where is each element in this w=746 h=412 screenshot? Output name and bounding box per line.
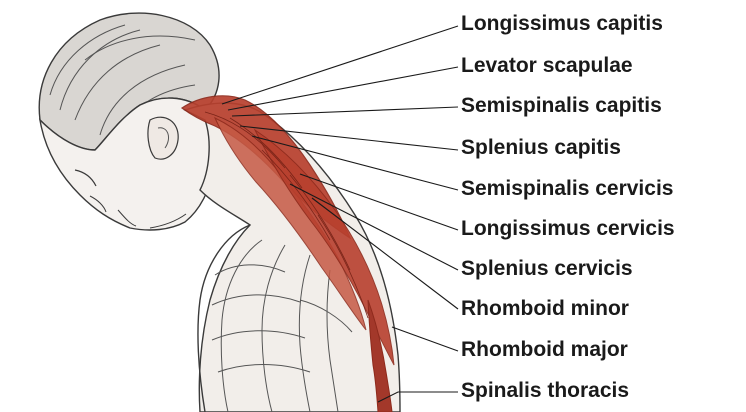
label-splenius-cervicis: Splenius cervicis: [461, 257, 633, 281]
label-semispinalis-capitis: Semispinalis capitis: [461, 94, 662, 118]
label-splenius-capitis: Splenius capitis: [461, 136, 621, 160]
leader-line-1: [222, 26, 458, 104]
label-spinalis-thoracis: Spinalis thoracis: [461, 379, 629, 403]
label-rhomboid-major: Rhomboid major: [461, 338, 628, 362]
label-rhomboid-minor: Rhomboid minor: [461, 297, 629, 321]
label-semispinalis-cervicis: Semispinalis cervicis: [461, 177, 673, 201]
leader-line-2: [228, 67, 458, 110]
label-levator-scapulae: Levator scapulae: [461, 54, 633, 78]
label-longissimus-cervicis: Longissimus cervicis: [461, 217, 675, 241]
leader-line-9: [392, 327, 458, 351]
leader-line-3: [232, 107, 458, 116]
label-longissimus-capitis: Longissimus capitis: [461, 12, 663, 36]
